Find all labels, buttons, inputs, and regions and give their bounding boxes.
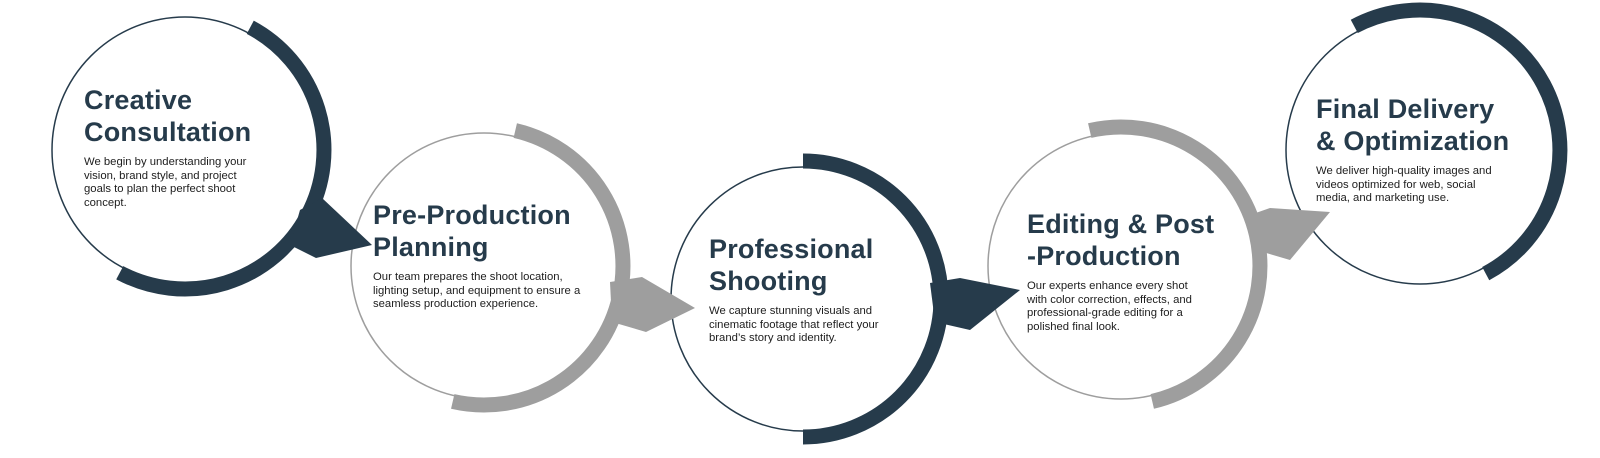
- step-description: We begin by understanding your vision, b…: [84, 156, 247, 209]
- step-title: Final Delivery& Optimization: [1316, 94, 1510, 156]
- arrow-icon: [1250, 208, 1330, 260]
- step-description: We deliver high-quality images and video…: [1316, 165, 1492, 204]
- step-description: Our experts enhance every shot with colo…: [1027, 280, 1192, 333]
- step-title: Editing & Post-Production: [1027, 209, 1215, 271]
- progress-arc: [1350, 2, 1568, 281]
- step-final-delivery: Final Delivery& Optimization We deliver …: [1316, 93, 1546, 206]
- step-description: Our team prepares the shoot location, li…: [373, 271, 581, 310]
- arrow-icon: [610, 277, 695, 332]
- step-editing-post-production: Editing & Post-Production Our experts en…: [1027, 208, 1237, 334]
- step-description: We capture stunning visuals and cinemati…: [709, 305, 879, 344]
- arrow-icon: [290, 198, 372, 258]
- arrow-icon: [930, 278, 1020, 330]
